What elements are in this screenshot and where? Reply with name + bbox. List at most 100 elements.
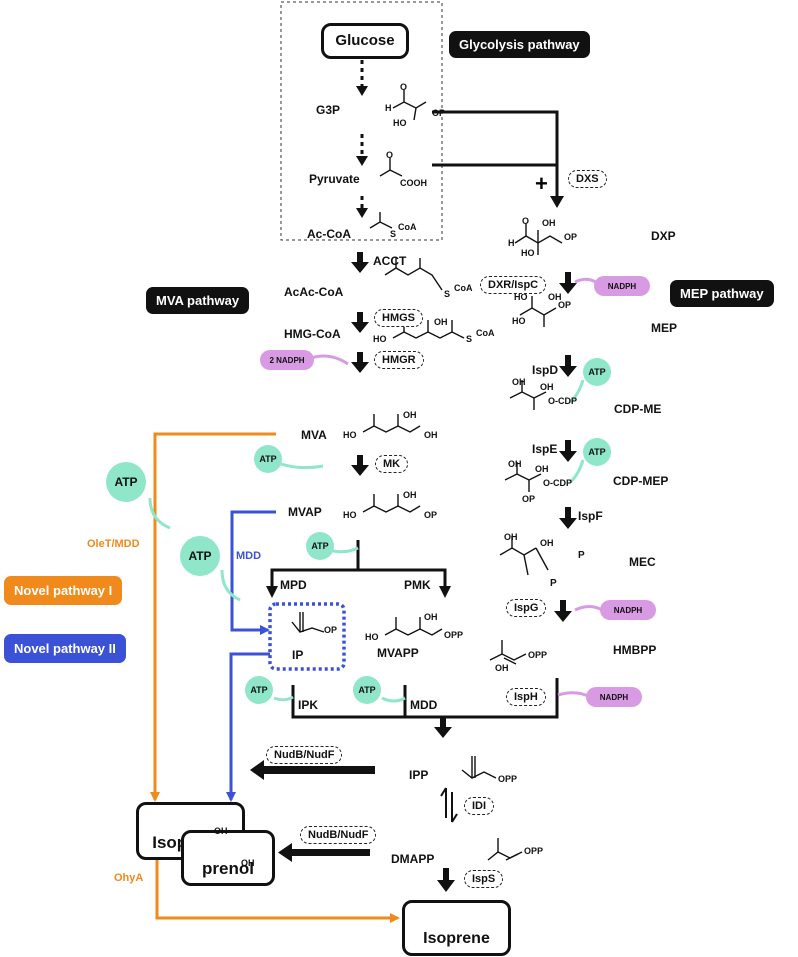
atp-cofactor: ATP [245,676,273,704]
mvap-op: OP [424,510,438,520]
nadph2-cofactor: 2 NADPH [260,350,314,370]
dxp-op: OP [564,232,578,242]
hmgs-enzyme: HMGS [374,309,423,327]
ispf-label: IspF [578,509,603,523]
mva-oh: OH [403,410,417,420]
ip-op: OP [324,625,338,635]
prenol-oh: OH [241,858,255,868]
hmg-s: S [466,334,473,344]
svg-text:+: + [535,171,548,196]
ispg-enzyme: IspG [506,599,547,617]
hmg-ho: HO [373,334,387,344]
hmgr-enzyme: HMGR [374,351,424,369]
mvapp-ho: HO [365,632,379,642]
glycolysis-pathway-label: Glycolysis pathway [449,31,590,58]
hmbpp-label: HMBPP [613,643,657,657]
mvapp-opp: OPP [444,630,464,640]
mep-op: OP [558,300,572,310]
line-g3p-dxs [432,110,559,200]
acct-label: ACCT [373,254,407,268]
accoa-label: Ac-CoA [307,227,351,241]
dxr-enzyme: DXR/IspC [480,276,547,294]
glucose-box: Glucose [321,23,409,59]
cdpme-oh2: OH [540,382,554,392]
mpd-label: MPD [280,578,307,592]
dxp-oh: OH [542,218,556,228]
mec-oh2: OH [540,538,554,548]
mk-enzyme: MK [375,455,409,473]
cdpmep-op: OP [522,494,536,504]
ispd-label: IspD [532,363,559,377]
mvapp-oh: OH [424,612,438,622]
mva-oh2: OH [424,430,438,440]
hmg-oh: OH [434,317,448,327]
g3p-op: OP [432,108,446,118]
dxp-label: DXP [651,229,676,243]
pyr-o: O [386,150,394,160]
g3p-label: G3P [316,103,341,117]
mep-ho2: HO [512,316,526,326]
mva-pathway-label: MVA pathway [146,287,250,314]
mdd-label: MDD [410,698,438,712]
mep-pathway-label: MEP pathway [670,280,774,307]
nud2-enzyme: NudB/NudF [300,826,377,844]
dmapp-opp: OPP [524,846,544,856]
dmapp-label: DMAPP [391,852,435,866]
glucose-label: Glucose [335,32,395,49]
prenol-box: prenol [181,830,275,886]
ipk-label: IPK [298,698,319,712]
mec-oh: OH [504,532,518,542]
mep-ho: HO [514,292,528,302]
g3p-h: H [385,103,392,113]
dxp-ho: HO [521,248,535,258]
acac-coa: CoA [454,283,473,293]
accoa-s: S [390,229,397,239]
acaccoa-label: AcAc-CoA [284,285,344,299]
mep-label: MEP [651,321,678,335]
g3p-o: O [400,82,408,92]
olet-label: OleT/MDD [87,538,140,550]
isph-enzyme: IspH [506,688,546,706]
dxp-h: H [508,238,515,248]
isoprene-box: Isoprene [402,900,511,956]
mep-oh: OH [548,292,562,302]
mvap-ho: HO [343,510,357,520]
dxp-o: O [522,216,530,226]
ispe-label: IspE [532,442,558,456]
novel-pathway-1-line [150,432,276,802]
cdpmep-label: CDP-MEP [613,474,669,488]
atp-cofactor: ATP [254,445,282,473]
mec-label: MEC [629,555,656,569]
accoa-coa: CoA [398,222,417,232]
ip-to-isoprenol-line [226,652,270,802]
ipp-label: IPP [409,768,429,782]
hmbpp-opp: OPP [528,650,548,660]
mec-p2: P [550,578,557,589]
g3p-ho: HO [393,118,407,128]
cdpmep-oh: OH [508,459,522,469]
hmgcoa-label: HMG-CoA [284,327,341,341]
cdpmep-ocdp: O-CDP [543,478,572,488]
hmbpp-oh: OH [495,663,509,673]
mva-ho: HO [343,430,357,440]
mdd-blue-label: MDD [236,550,262,562]
pyr-cooh: COOH [400,178,427,188]
isoprenol-oh: OH [214,826,228,836]
pyruvate-label: Pyruvate [309,172,360,186]
cdpme-ocdp: O-CDP [548,396,577,406]
pmk-label: PMK [404,578,431,592]
mvap-label: MVAP [288,505,322,519]
nadph-cofactor: NADPH [586,687,642,707]
mec-p: P [578,550,585,561]
cdpme-label: CDP-ME [614,402,662,416]
cdpmep-oh2: OH [535,464,549,474]
mvap-oh: OH [403,490,417,500]
glycolysis-box [280,1,443,241]
isoprene-label: Isoprene [423,930,490,947]
nadph-cofactor: NADPH [600,600,656,620]
novel-pathway-1-label: Novel pathway I [4,576,123,605]
atp-cofactor: ATP [583,438,611,466]
ip-label: IP [292,648,304,662]
atp-cofactor: ATP [583,358,611,386]
